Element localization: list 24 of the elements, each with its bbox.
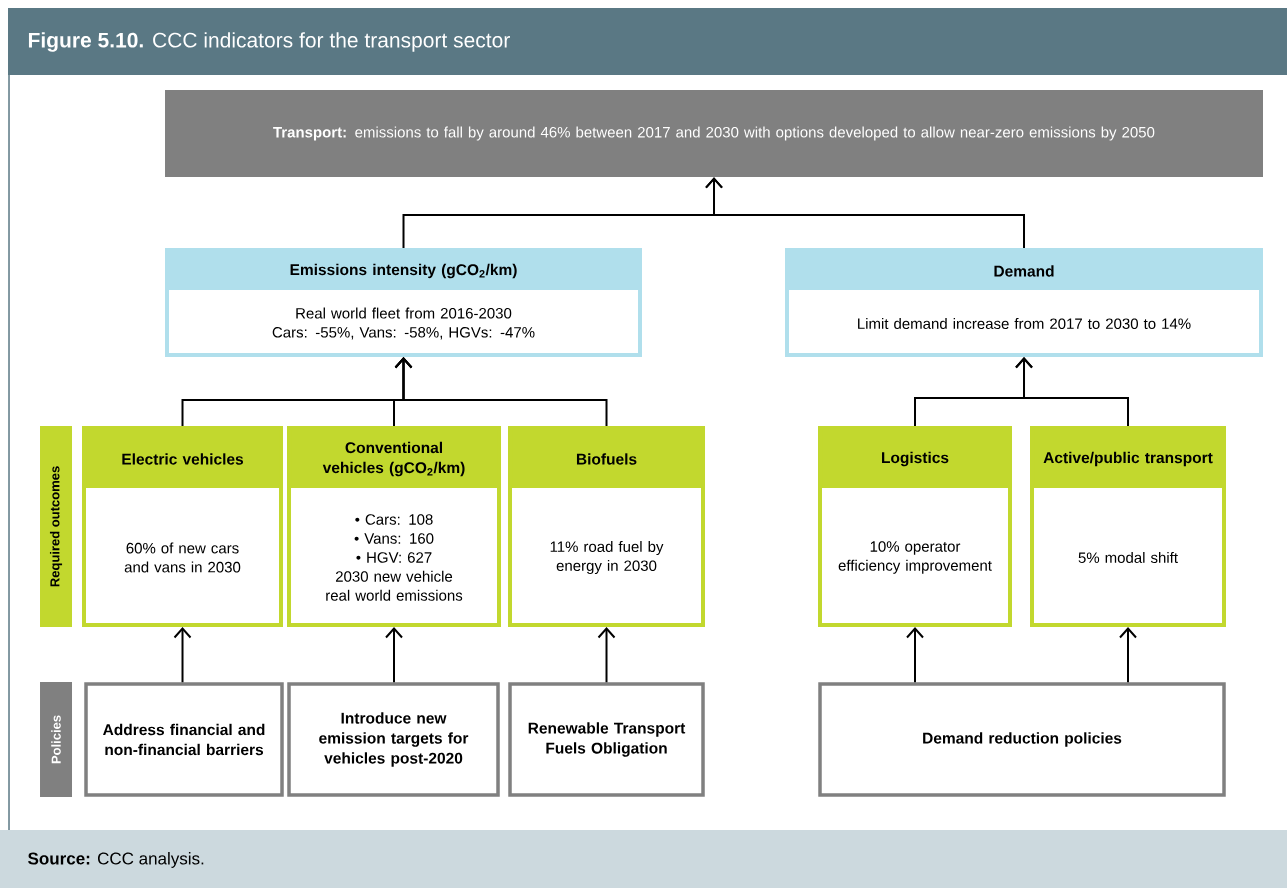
outcome-box: Biofuels 11% road fuel by energy in 2030 — [508, 426, 705, 627]
row-label-band: Policies — [40, 682, 72, 797]
arrow — [597, 627, 616, 684]
arrow — [906, 627, 924, 684]
outcome-box: Electric vehicles 60% of new cars and vans in 2030 — [82, 426, 283, 627]
policy-box: Renewable Transport Fuels Obligation — [508, 682, 705, 797]
arrow — [1015, 357, 1129, 427]
goal-box: Transport: emissions to fall by around 46% between 2017 and 2030 with options developed to allow near-zero emissions by 2050 — [165, 90, 1263, 177]
arrow — [705, 177, 1025, 249]
outcome-box: Active/public transport 5% modal shift — [1030, 426, 1226, 627]
policy-box: Demand reduction policies — [818, 682, 1226, 797]
outcome-box: Logistics 10% operator efficiency improvement — [818, 426, 1012, 627]
arrow — [1119, 627, 1137, 684]
source-bar: Source: CCC analysis. — [0, 830, 1287, 888]
row-label-band: Required outcomes — [40, 426, 72, 627]
arrow — [173, 627, 192, 684]
policy-box: Introduce new emission targets for vehicles post-2020 — [287, 682, 500, 797]
title-bar: Figure 5.10. CCC indicators for the transport sector — [8, 8, 1287, 75]
arrow — [394, 357, 608, 427]
outcome-box: Conventional vehicles (gCO$_{2}$/km) • Cars: 108 • Vans: 160 • HGV: 627 2030 new vehicle real world emissions — [287, 426, 501, 627]
arrow — [385, 627, 403, 684]
indicator-box: Demand Limit demand increase from 2017 to 2030 to 14% — [785, 248, 1263, 357]
indicator-box: Emissions intensity (gCO$_{2}$/km) Real world fleet from 2016-2030 Cars: -55%, Vans: -58%, HGVs: -47% — [165, 248, 642, 357]
policy-box: Address financial and non-financial barriers — [84, 682, 284, 797]
